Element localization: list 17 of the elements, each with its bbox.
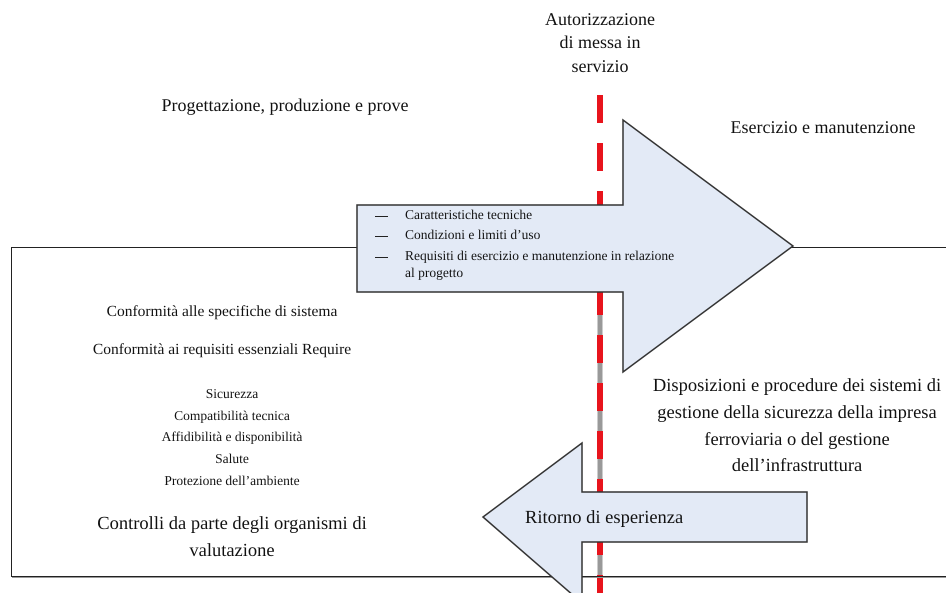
phase-label: Progettazione, produzione e prove (160, 94, 410, 117)
list-item: Requisiti di esercizio e manutenzione in relazione al progetto (405, 248, 676, 282)
frame-box (11, 247, 946, 577)
heading-text: Conformità ai requisiti essenziali Require (92, 340, 352, 360)
list-item: Condizioni e limiti d’uso (405, 227, 542, 244)
body-text: Ritorno di esperienza (525, 507, 684, 530)
phase-label: Esercizio e manutenzione (730, 116, 916, 139)
list-item: Affidibilità e disponibilità (160, 429, 304, 446)
body-text: Controlli da parte degli organismi di valutazione (96, 513, 368, 563)
milestone-label: Autorizzazione di messa in servizio (544, 8, 656, 78)
list-item: Protezione dell’ambiente (163, 473, 301, 490)
list-item: Compatibilità tecnica (173, 408, 291, 425)
body-text: Disposizioni e procedure dei sistemi di gestione della sicurezza della impresa ferroviaria o del gestione dell’infrastruttura (652, 375, 942, 478)
list-item: Caratteristiche tecniche (405, 207, 534, 224)
list-item: Salute (214, 451, 250, 468)
list-item: Sicurezza (204, 386, 260, 403)
heading-text: Conformità alle specifiche di sistema (106, 302, 338, 322)
